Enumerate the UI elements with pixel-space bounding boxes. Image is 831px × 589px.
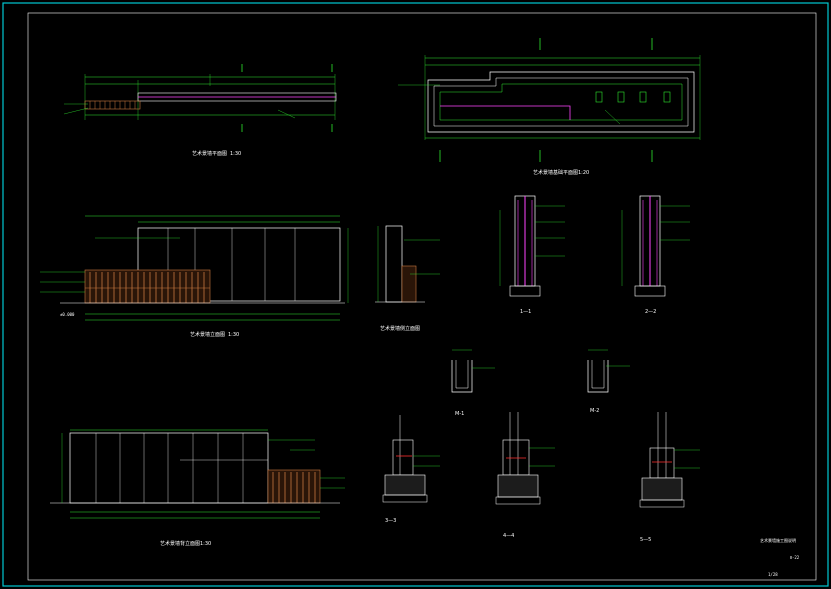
- notes-line-1: 艺术景墙施工图说明: [760, 537, 796, 543]
- section-5-5: 5—5: [639, 412, 700, 543]
- scale-elev-b: 1:30: [200, 541, 211, 547]
- elevation-zero: ±0.000: [60, 312, 75, 317]
- section-3-3: 3—3: [382, 415, 440, 524]
- label-detail-2: M-2: [590, 408, 599, 414]
- notes-line-2: Ⅱ-22: [790, 555, 800, 560]
- plan-view-b: 艺术景墙基础平面图 1:20: [398, 38, 701, 176]
- label-section-1: 1—1: [520, 309, 531, 315]
- detail-m2: M-2: [587, 349, 630, 414]
- scale-elev-a: 1:30: [228, 332, 239, 338]
- drawing-inner-border: [27, 12, 817, 581]
- title-side: 艺术景墙侧立面图: [380, 325, 420, 332]
- label-section-3: 3—3: [385, 518, 396, 524]
- label-section-5: 5—5: [640, 537, 651, 543]
- section-1-1: 1—1: [499, 195, 565, 315]
- side-elevation: 艺术景墙侧立面图: [375, 225, 440, 332]
- sheet-number: 1/28: [768, 572, 778, 577]
- title-plan-a: 艺术景墙平面图: [192, 150, 227, 157]
- section-2-2: 2—2: [621, 195, 690, 315]
- title-plan-b: 艺术景墙基础平面图: [533, 169, 578, 176]
- title-elev-b: 艺术景墙背立面图: [160, 540, 200, 547]
- label-section-4: 4—4: [503, 533, 514, 539]
- plan-view-a: 艺术景墙平面图 1:30: [63, 64, 337, 157]
- title-elev-a: 艺术景墙立面图: [190, 331, 225, 338]
- elevation-view-a: 艺术景墙立面图 1:30: [40, 215, 349, 338]
- detail-m1: M-1: [451, 349, 495, 417]
- section-4-4: 4—4: [495, 412, 555, 539]
- label-section-2: 2—2: [645, 309, 656, 315]
- elevation-view-b: 艺术景墙背立面图 1:30: [50, 429, 345, 547]
- scale-plan-a: 1:30: [230, 151, 241, 157]
- label-detail-1: M-1: [455, 411, 464, 417]
- scale-plan-b: 1:20: [578, 170, 589, 176]
